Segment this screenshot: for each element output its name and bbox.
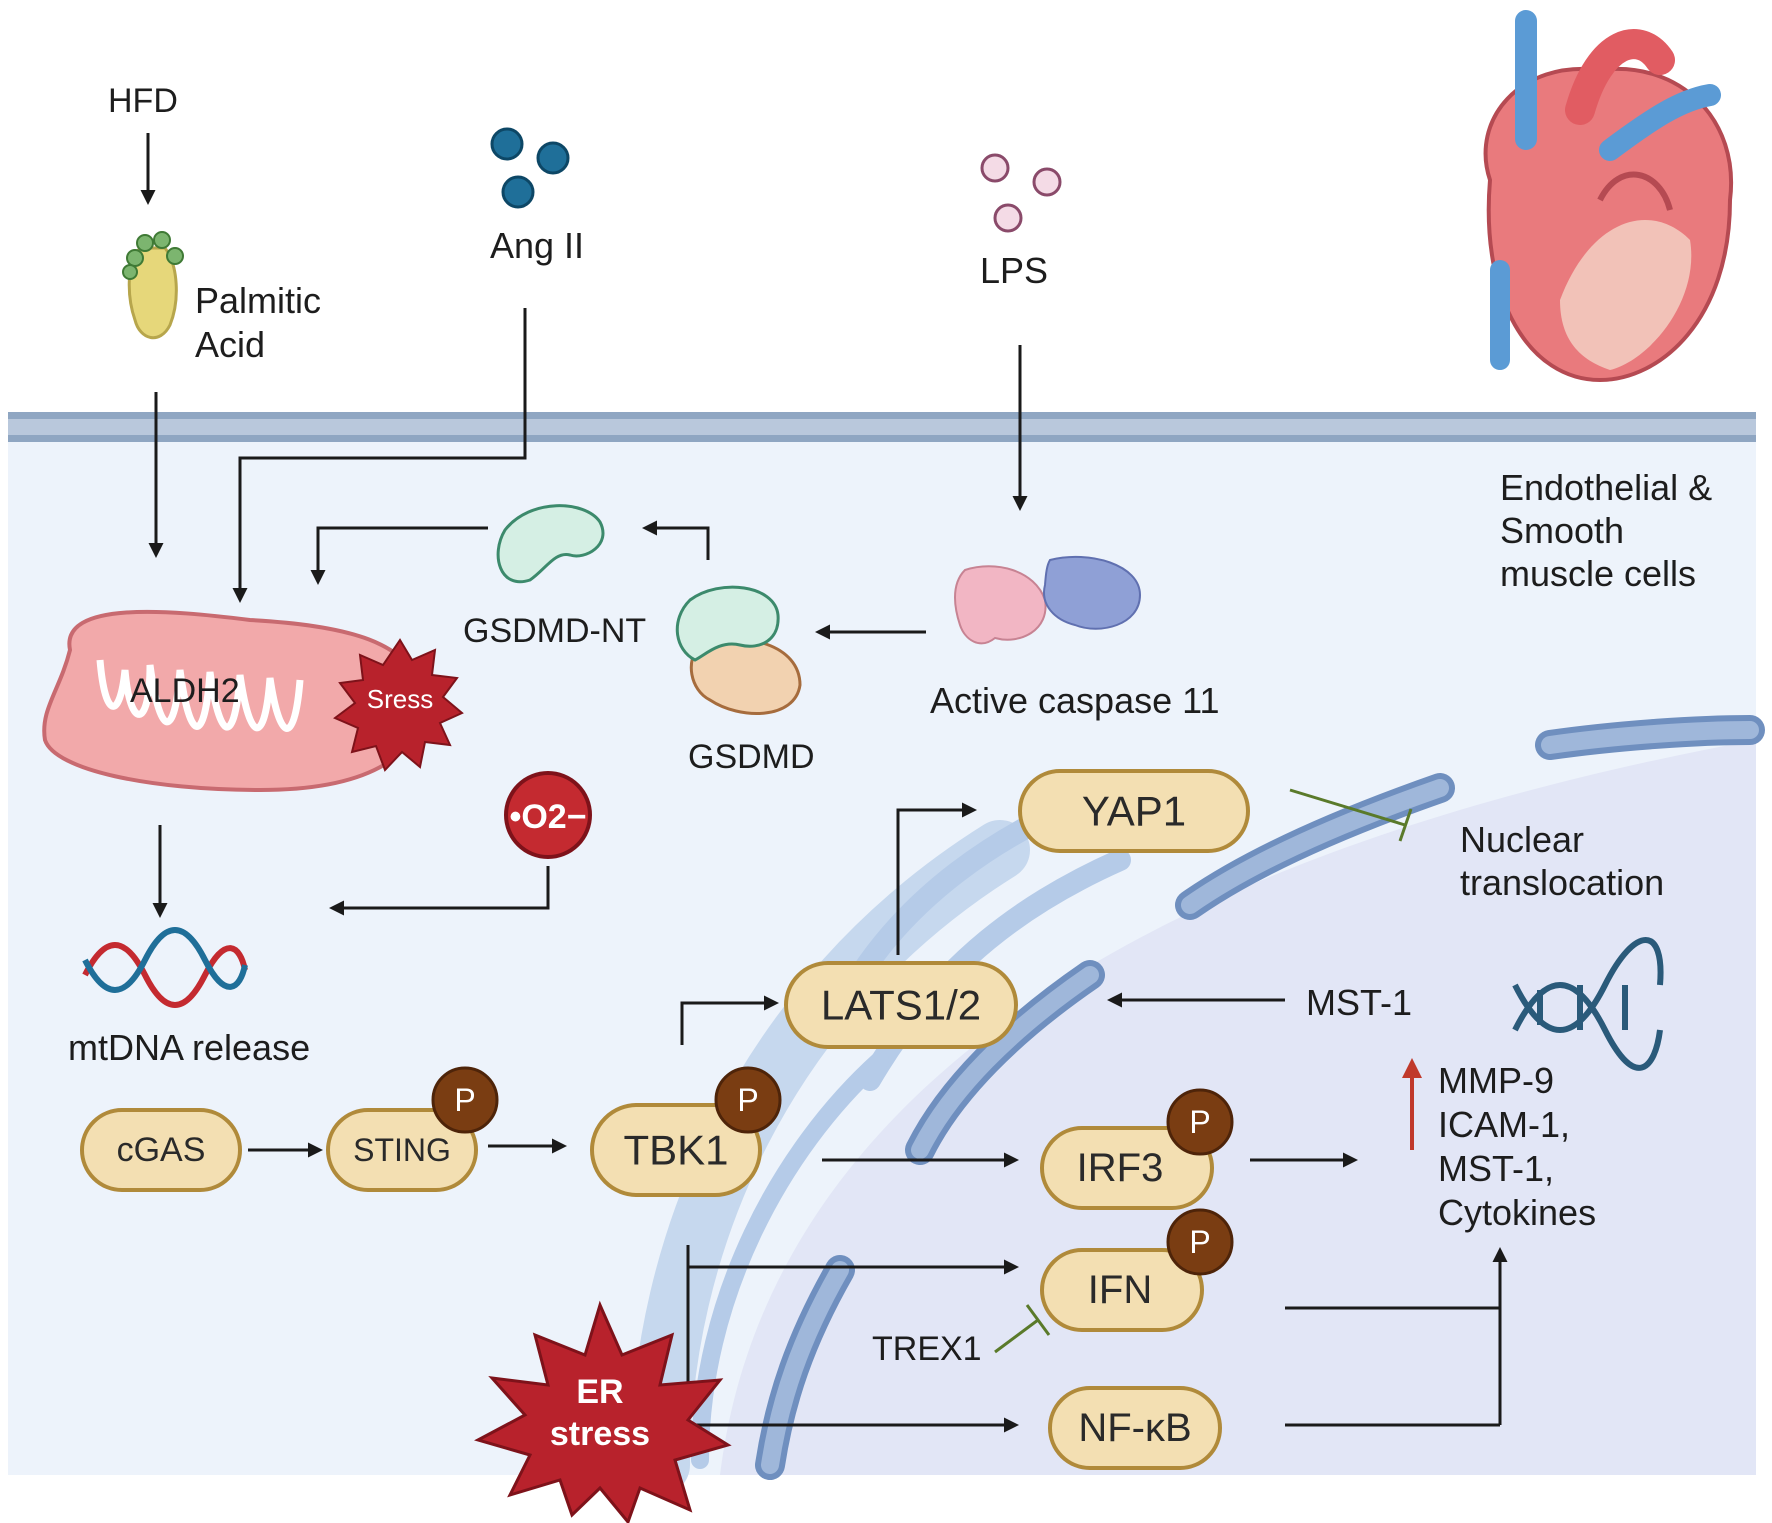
- hfd-label: HFD: [108, 82, 178, 120]
- nuclear-translocation-label-2: translocation: [1460, 862, 1664, 903]
- aldh2-label: ALDH2: [130, 672, 240, 710]
- mtdna-label: mtDNA release: [68, 1027, 310, 1068]
- gsdmd-nt-label: GSDMD-NT: [463, 612, 646, 650]
- superoxide-icon: [504, 771, 592, 859]
- heart-illustration: [1483, 10, 1734, 383]
- ifn-label: IFN: [1088, 1268, 1152, 1312]
- output-cytokines: Cytokines: [1438, 1192, 1596, 1233]
- gsdmd-icon: [675, 585, 802, 715]
- lats-label: LATS1/2: [821, 982, 981, 1029]
- lps-icon: [980, 153, 1062, 233]
- mtdna-icon: [82, 927, 248, 1008]
- ang-ii-arrow: [232, 308, 527, 603]
- tbk1-label: TBK1: [623, 1127, 728, 1174]
- nuclear-envelope: [755, 715, 1765, 1480]
- nuclear-dna-icon: [1512, 937, 1664, 1071]
- nt-to-mito-arrow: [310, 526, 488, 585]
- sting-node: STING P: [326, 1066, 499, 1192]
- yap1-inhibition-line: [1289, 788, 1406, 827]
- superoxide-label: •O2−: [509, 798, 586, 836]
- stress-burst-icon: [333, 638, 464, 772]
- mitochondria-icon: [42, 609, 423, 793]
- cgas-node: cGAS: [80, 1108, 242, 1192]
- cell-type-label-3: muscle cells: [1500, 553, 1696, 594]
- sting-phospho-label: P: [454, 1082, 475, 1118]
- gsdmd-label: GSDMD: [688, 738, 815, 776]
- cell-type-label-1: Endothelial &: [1500, 467, 1712, 508]
- tbk1-node: TBK1 P: [590, 1066, 782, 1197]
- irf3-label: IRF3: [1077, 1146, 1164, 1190]
- mst1-label: MST-1: [1306, 982, 1412, 1023]
- irf3-node: IRF3 P: [1040, 1088, 1234, 1210]
- gsdmd-nt-icon: [496, 504, 605, 584]
- sting-label: STING: [353, 1132, 451, 1168]
- ifn-node: IFN P: [1040, 1208, 1234, 1332]
- nfkb-label: NF-κB: [1078, 1406, 1191, 1450]
- cell-type-label-2: Smooth: [1500, 510, 1624, 551]
- lats-node: LATS1/2: [784, 961, 1018, 1049]
- er-stress-label-1: ER: [576, 1373, 623, 1411]
- tbk1-to-lats-arrow: [680, 995, 779, 1045]
- plasma-membrane: [8, 412, 1756, 442]
- trex1-inhibition-bar: [1025, 1304, 1051, 1336]
- trex1-label: TREX1: [872, 1330, 982, 1368]
- caspase-11-icon: [954, 556, 1142, 645]
- output-icam: ICAM-1,: [1438, 1104, 1570, 1145]
- lats-to-yap1-arrow: [896, 802, 977, 955]
- yap1-label: YAP1: [1082, 788, 1186, 835]
- nuclear-translocation-label-1: Nuclear: [1460, 819, 1584, 860]
- output-mmp9: MMP-9: [1438, 1060, 1554, 1101]
- palmitic-label-1: Palmitic: [195, 280, 321, 321]
- lps-label: LPS: [980, 250, 1048, 291]
- er-stress-burst-icon: [474, 1300, 732, 1523]
- ang-ii-label: Ang II: [490, 225, 584, 266]
- trex1-inhibition-line: [994, 1318, 1039, 1354]
- ifn-phospho-label: P: [1189, 1224, 1210, 1260]
- nfkb-node: NF-κB: [1048, 1386, 1222, 1470]
- yap1-node: YAP1: [1018, 769, 1250, 853]
- yap1-inhibition-bar: [1398, 808, 1413, 842]
- palmitic-label-2: Acid: [195, 324, 265, 365]
- er-stress-label-2: stress: [550, 1415, 650, 1453]
- irf3-phospho-label: P: [1189, 1104, 1210, 1140]
- cgas-label: cGAS: [117, 1131, 206, 1169]
- gsdmd-to-nt-arrow: [642, 520, 710, 560]
- stress-label: Sress: [367, 684, 433, 714]
- output-mst1: MST-1,: [1438, 1148, 1554, 1189]
- palmitic-acid-icon: [122, 231, 184, 339]
- nucleus: [720, 740, 1756, 1475]
- caspase-label: Active caspase 11: [930, 680, 1220, 721]
- ros-to-mtdna-arrow: [329, 866, 550, 916]
- tbk1-phospho-label: P: [737, 1082, 758, 1118]
- ang-ii-icon: [490, 127, 570, 209]
